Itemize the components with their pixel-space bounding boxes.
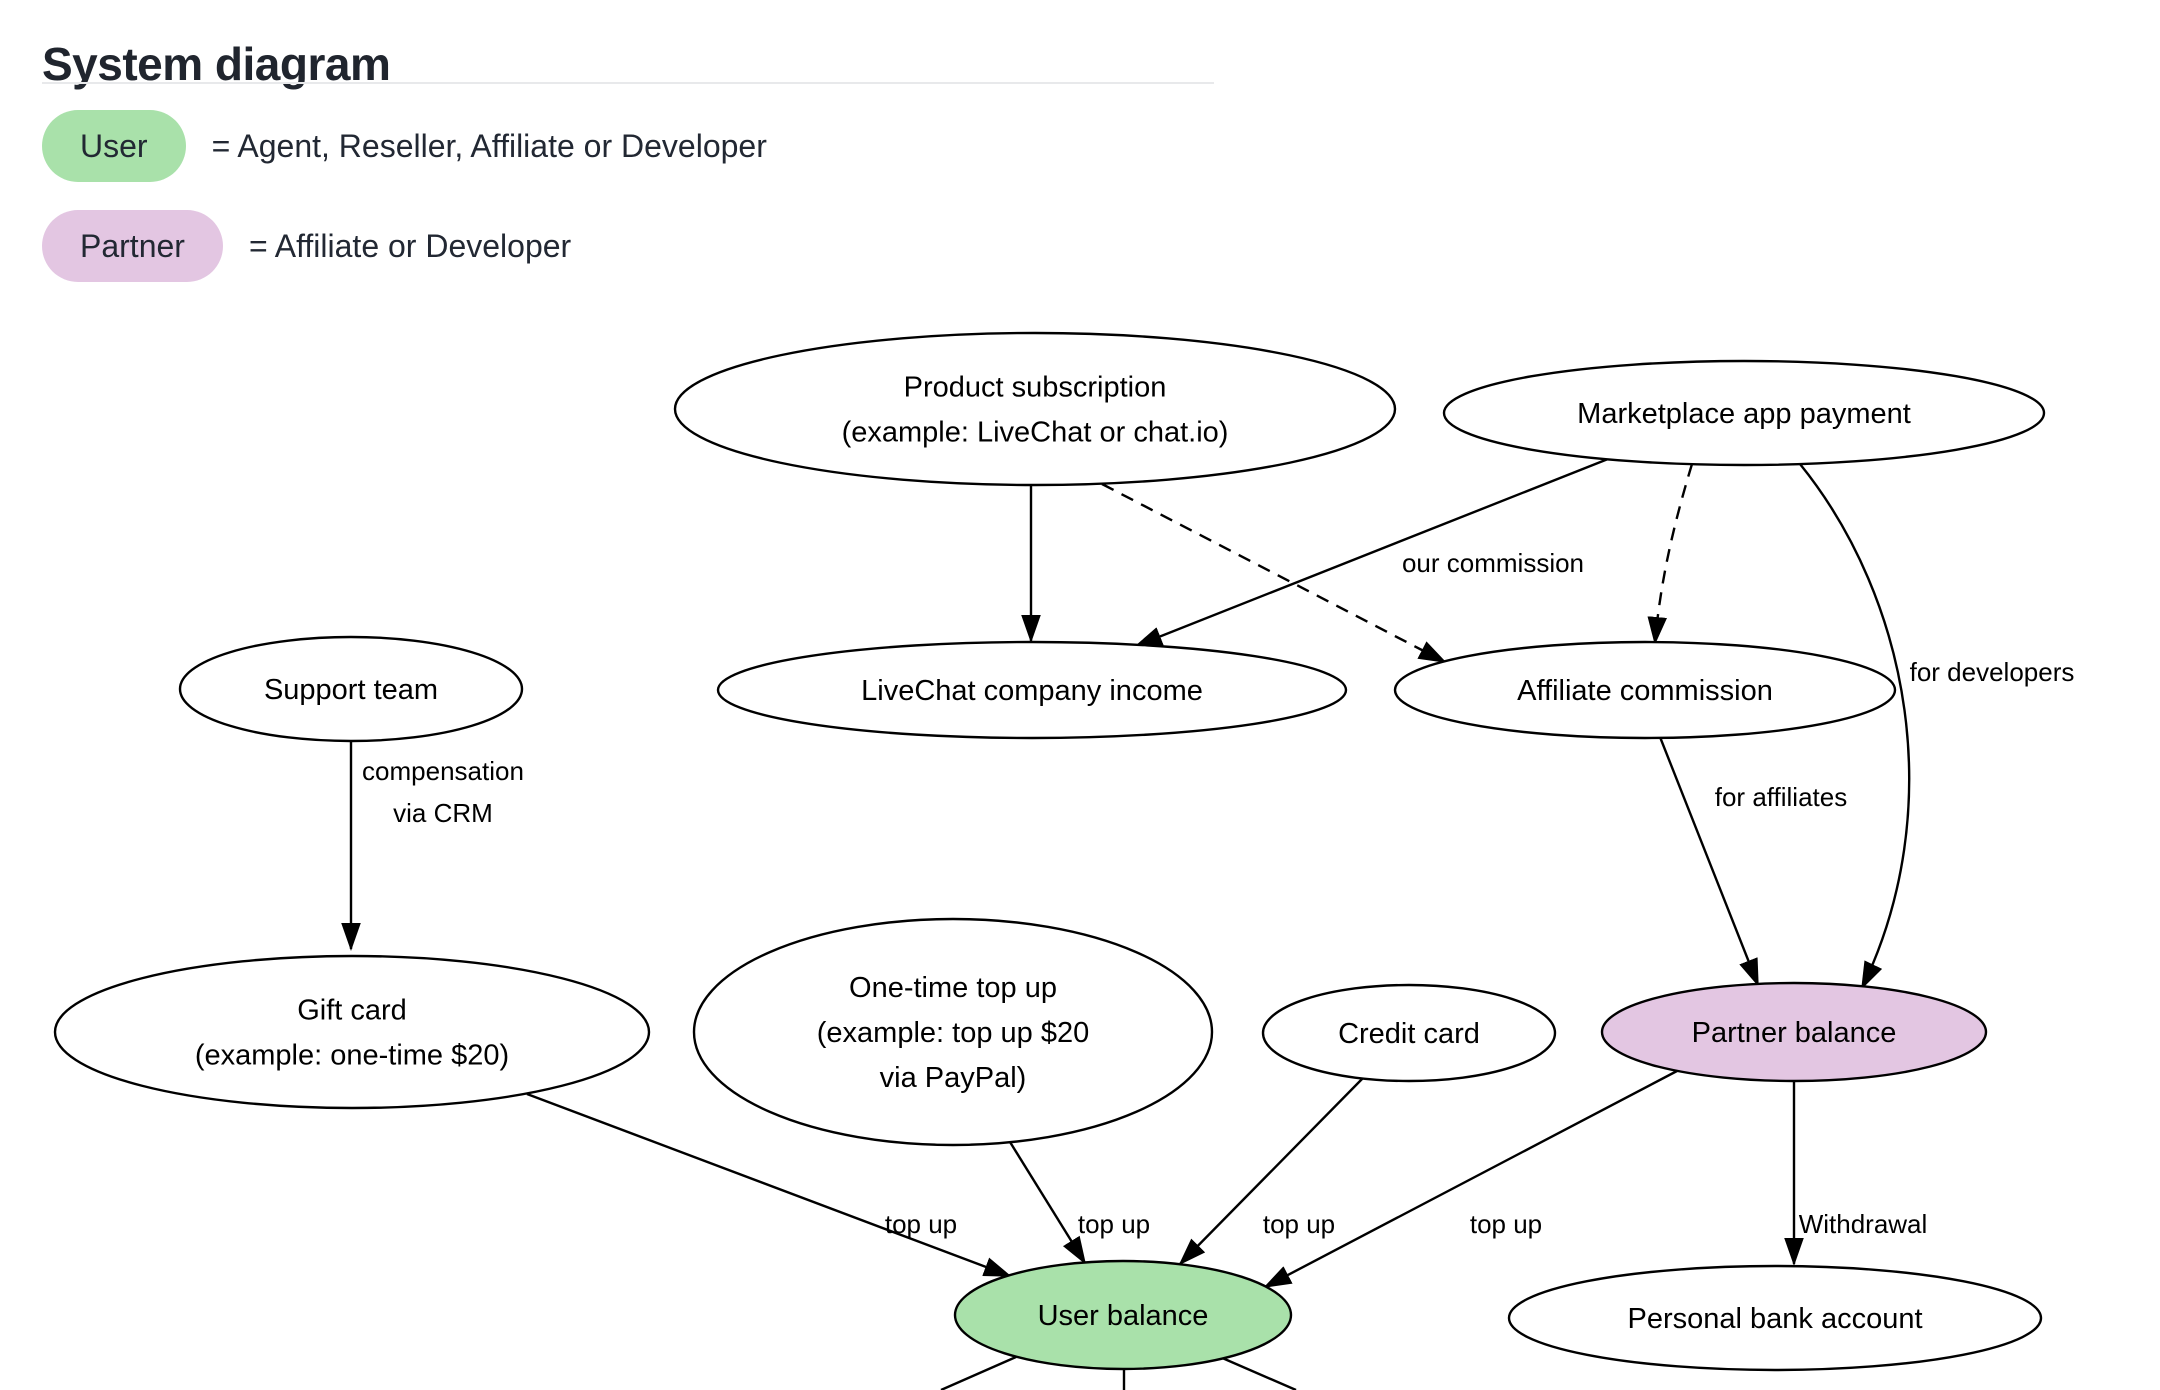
edge-label-marketplace-to-partner: for developers [1910, 657, 2075, 687]
support-team-label: Support team [264, 674, 438, 706]
user-balance-ellipse [953, 1259, 1293, 1371]
affiliate-commission-ellipse [1393, 640, 1897, 740]
edge-user-out-right [1219, 1355, 1297, 1390]
node-personal-bank-account: Personal bank account [1507, 1264, 2043, 1372]
edge-gift-to-user [526, 1092, 1012, 1278]
node-partner-balance: Partner balance [1600, 981, 1988, 1083]
edge-label-gift-to-user: top up [885, 1209, 957, 1239]
affiliate-commission-label: Affiliate commission [1517, 675, 1773, 707]
legend-row-partner: Partner = Affiliate or Developer [42, 210, 571, 282]
node-credit-card: Credit card [1261, 983, 1557, 1083]
edge-marketplace-to-affiliate [1647, 463, 1694, 645]
node-product-subscription: Product subscription(example: LiveChat o… [673, 331, 1397, 487]
partner-balance-ellipse [1600, 981, 1988, 1083]
user-balance-label: User balance [1038, 1300, 1209, 1332]
partner-balance-label: Partner balance [1692, 1017, 1897, 1049]
edge-label-credit-to-user: top up [1263, 1209, 1335, 1239]
page-title: System diagram [42, 37, 391, 90]
marketplace-app-payment-label: Marketplace app payment [1577, 398, 1911, 430]
gift-card-ellipse [53, 954, 651, 1110]
credit-card-ellipse [1261, 983, 1557, 1083]
edge-user-out-left [940, 1355, 1017, 1390]
edge-marketplace-to-livechat [1134, 457, 1609, 648]
legend-row-user: User = Agent, Reseller, Affiliate or Dev… [42, 110, 767, 182]
edge-label-marketplace-to-livechat: our commission [1402, 548, 1584, 578]
edge-label-one-time-to-user: top up [1078, 1209, 1150, 1239]
node-affiliate-commission: Affiliate commission [1393, 640, 1897, 740]
edge-label-partner-to-bank: Withdrawal [1799, 1209, 1928, 1239]
node-support-team: Support team [178, 635, 524, 743]
edge-label-affiliate-to-partner: for affiliates [1715, 782, 1847, 812]
legend-definition-user: = Agent, Reseller, Affiliate or Develope… [211, 127, 767, 164]
personal-bank-account-label: Personal bank account [1627, 1303, 1922, 1335]
legend-definition-partner: = Affiliate or Developer [248, 227, 572, 264]
node-gift-card: Gift card(example: one-time $20) [53, 954, 651, 1110]
livechat-company-income-ellipse [716, 640, 1348, 740]
edge-one-time-to-user [1008, 1141, 1087, 1265]
credit-card-label: Credit card [1338, 1018, 1480, 1050]
edge-partner-to-user [1263, 1069, 1678, 1289]
legend-pill-user: User [42, 110, 186, 182]
node-user-balance: User balance [953, 1259, 1293, 1371]
node-marketplace-app-payment: Marketplace app payment [1442, 359, 2046, 467]
edge-product-to-affiliate [1101, 482, 1447, 664]
nodes-layer: Product subscription(example: LiveChat o… [53, 331, 2046, 1372]
edge-labels-layer: our commission for developers for affiliat… [362, 548, 2074, 1239]
gift-card-label: Gift card(example: one-time $20) [195, 995, 509, 1072]
support-team-ellipse [178, 635, 524, 743]
node-livechat-company-income: LiveChat company income [716, 640, 1348, 740]
edge-credit-to-user [1178, 1077, 1364, 1266]
edge-affiliate-to-partner [1658, 736, 1760, 987]
marketplace-app-payment-ellipse [1442, 359, 2046, 467]
edges-layer [341, 457, 1911, 1390]
livechat-company-income-label: LiveChat company income [861, 675, 1203, 707]
edge-label-partner-to-user: top up [1470, 1209, 1542, 1239]
title-divider [42, 82, 1214, 84]
product-subscription-ellipse [673, 331, 1397, 487]
one-time-top-up-ellipse [692, 917, 1214, 1147]
legend-pill-partner: Partner [42, 210, 223, 282]
product-subscription-label: Product subscription(example: LiveChat o… [842, 372, 1229, 449]
personal-bank-account-ellipse [1507, 1264, 2043, 1372]
edge-marketplace-to-partner [1799, 463, 1911, 990]
